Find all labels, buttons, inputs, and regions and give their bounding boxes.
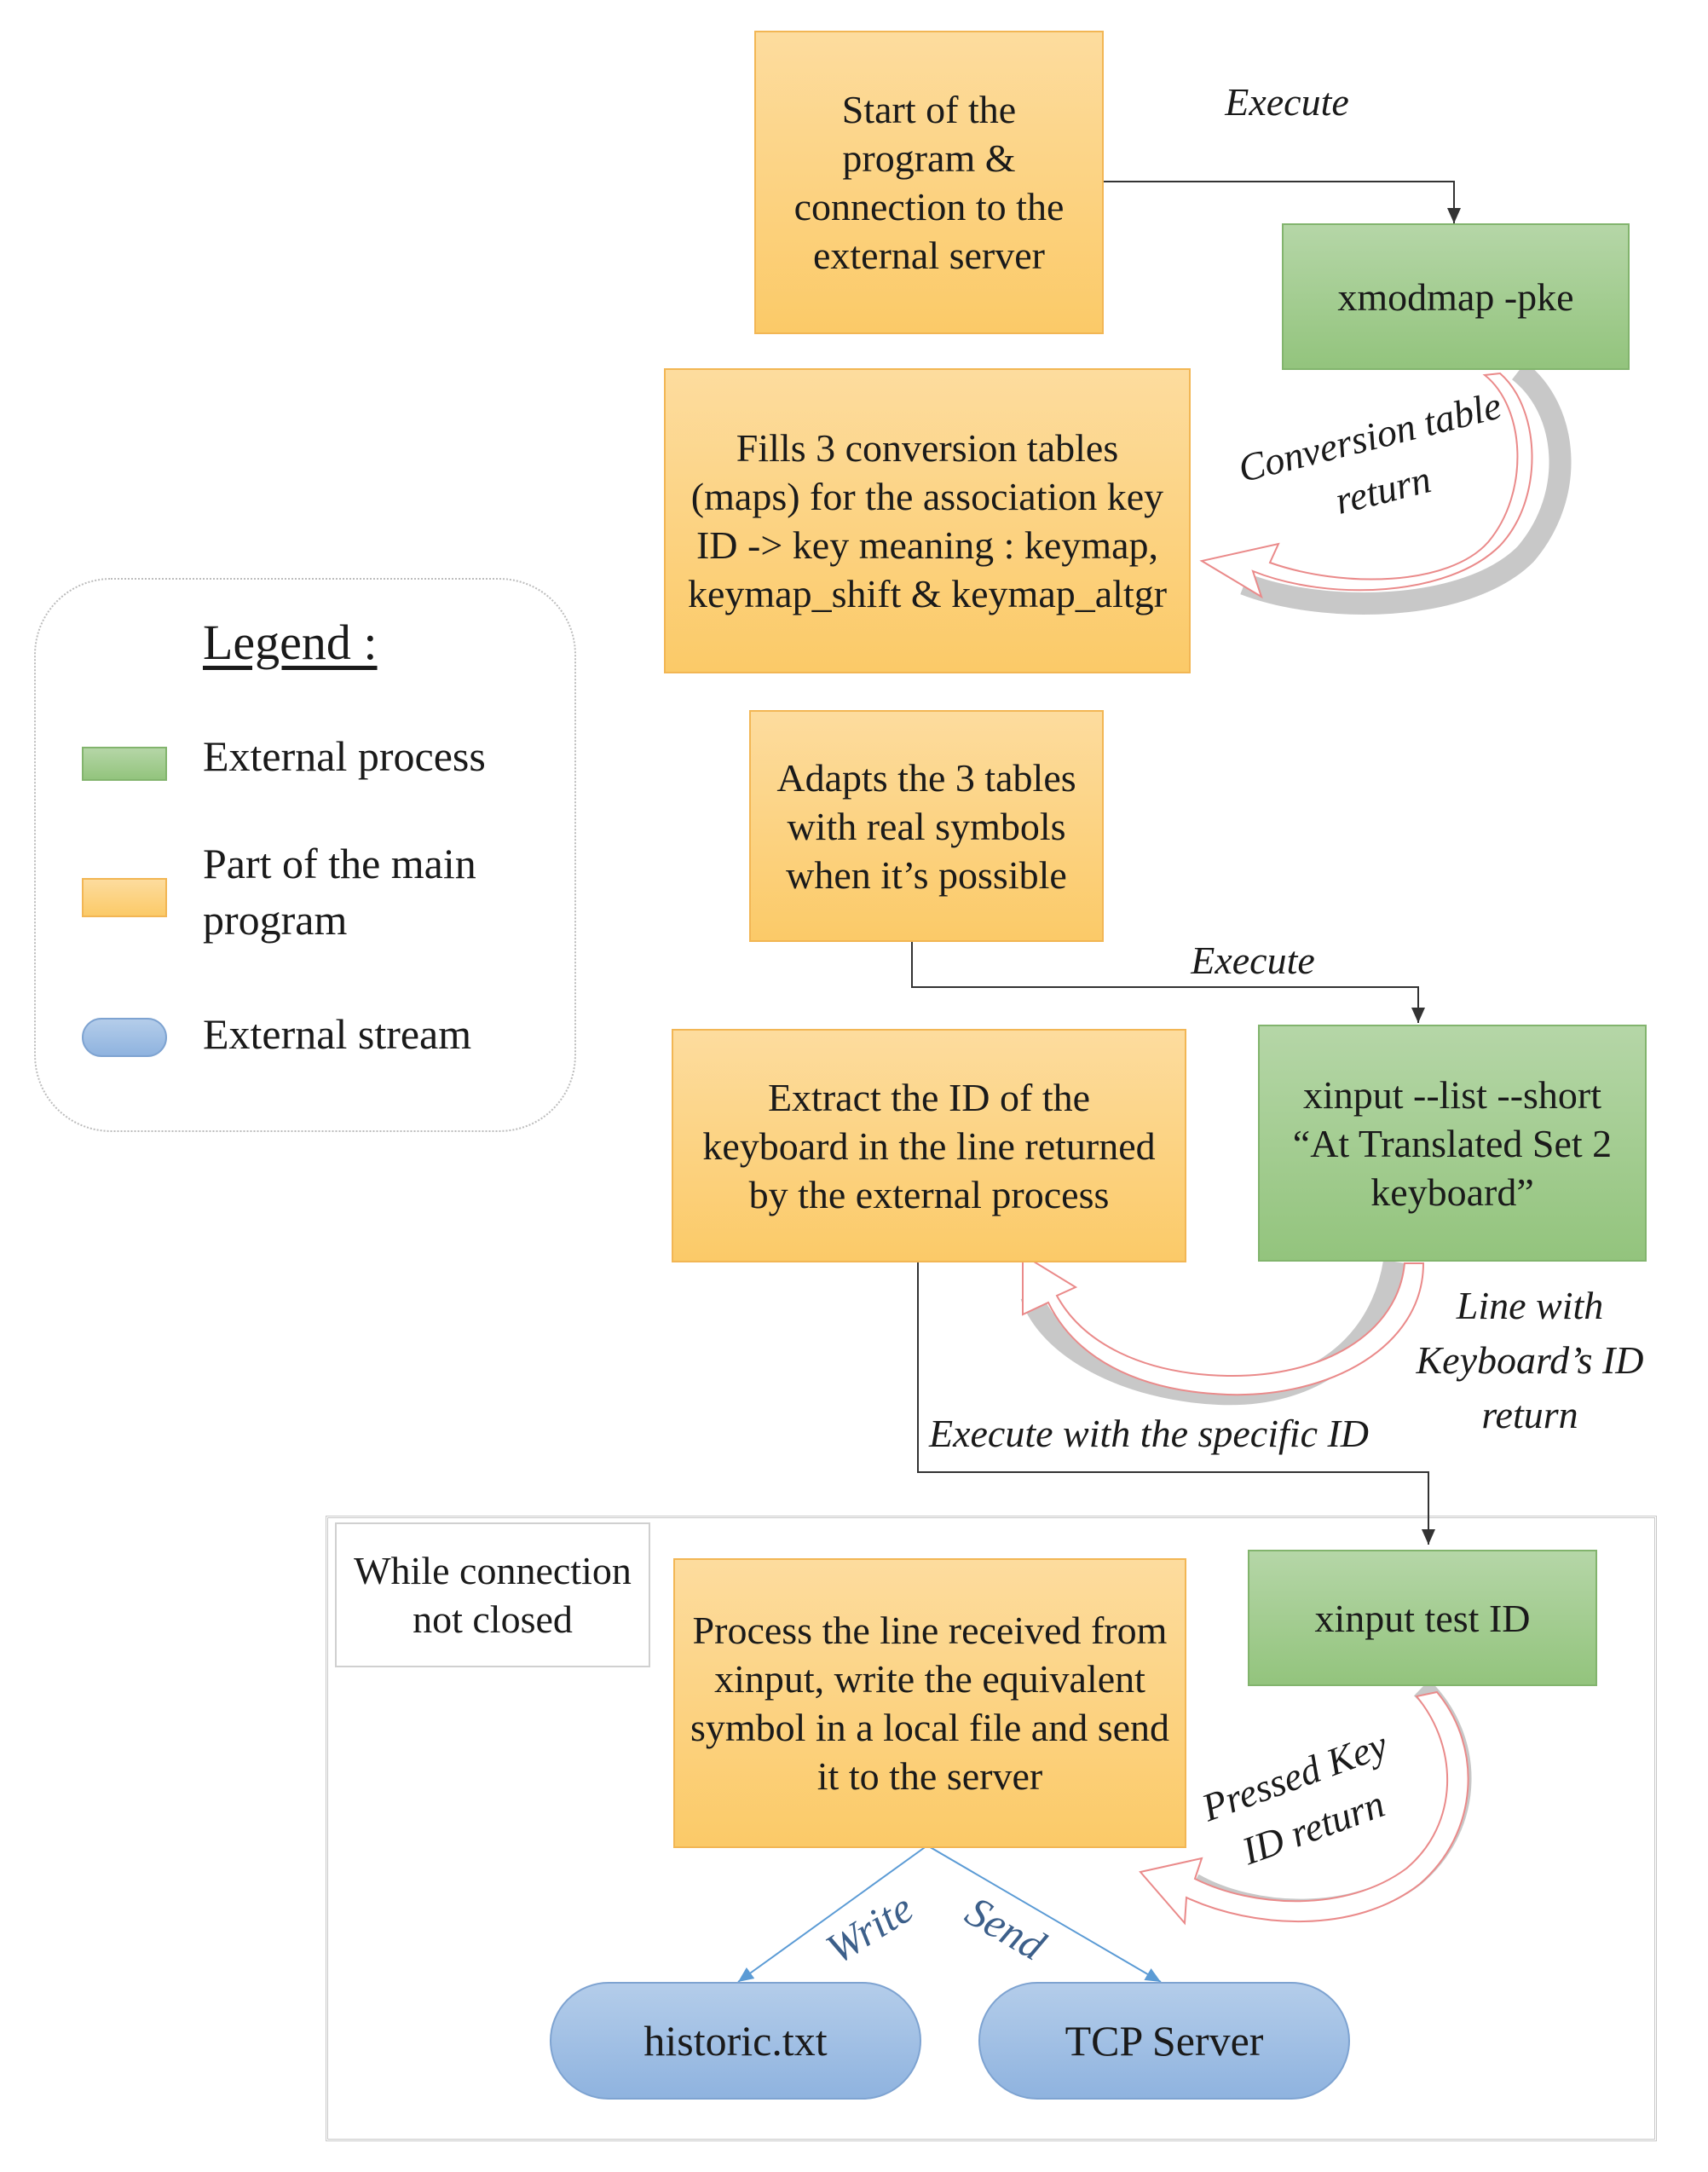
fill-tables-box: Fills 3 conversion tables (maps) for the…: [664, 368, 1191, 673]
line-return-arrow: [1020, 1253, 1425, 1406]
historic-file-stream: historic.txt: [550, 1982, 921, 2100]
xmodmap-process-box: xmodmap -pke: [1282, 223, 1630, 370]
conversion-return-arrow: [1199, 361, 1572, 615]
write-connector: [737, 1845, 928, 1983]
legend-panel: [34, 578, 576, 1132]
adapt-tables-box: Adapts the 3 tables with real symbols wh…: [749, 710, 1104, 942]
xinput-list-process-box: xinput --list --short “At Translated Set…: [1258, 1025, 1647, 1262]
legend-label-main-program: Part of the main program: [203, 840, 476, 944]
execute-xinput-list-connector: [911, 940, 1425, 1023]
legend-label-external-process: External process: [203, 732, 486, 780]
loop-frame: [326, 1516, 1657, 2141]
execute-xmodmap-connector: [1099, 181, 1461, 223]
execute-xinput-test-connector: [917, 1260, 1435, 1545]
legend-swatch-external-process: [82, 747, 167, 781]
pressed-key-return-arrow: [1139, 1679, 1472, 1926]
send-connector: [926, 1845, 1162, 1983]
process-line-box: Process the line received from xinput, w…: [673, 1558, 1186, 1848]
legend-label-external-stream: External stream: [203, 1010, 472, 1058]
loop-label: While connection not closed: [335, 1522, 650, 1667]
line-return-label: Line with Keyboard’s ID return: [1416, 1284, 1644, 1436]
extract-id-box: Extract the ID of the keyboard in the li…: [672, 1029, 1186, 1262]
tcp-server-stream: TCP Server: [978, 1982, 1350, 2100]
legend-title: Legend :: [203, 615, 378, 670]
xinput-test-process-box: xinput test ID: [1248, 1550, 1597, 1686]
start-program-box: Start of the program & connection to the…: [754, 31, 1104, 334]
execute-specific-label: Execute with the specific ID: [929, 1412, 1370, 1455]
execute-xinput-list-label: Execute: [1191, 939, 1315, 982]
legend-swatch-main-program: [82, 878, 167, 917]
legend-swatch-external-stream: [82, 1018, 167, 1057]
execute-xmodmap-label: Execute: [1225, 80, 1349, 124]
